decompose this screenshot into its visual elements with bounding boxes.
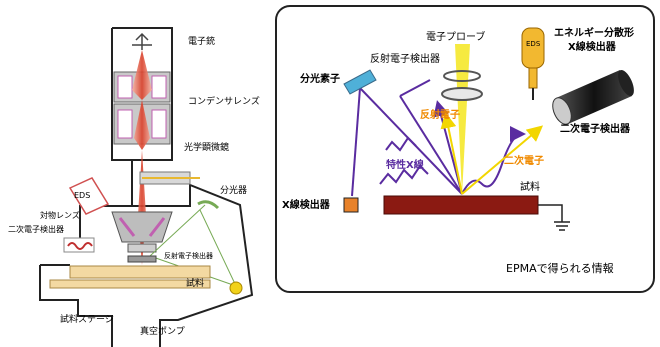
instrument-schematic — [39, 27, 254, 347]
probe-lens-bottom — [441, 87, 483, 101]
label-secondary-electrons: 二次電子 — [504, 154, 544, 167]
label-eds: EDS — [74, 191, 90, 200]
electron-gun — [132, 32, 152, 50]
label-energy-dispersive-line1: エネルギー分散形 — [554, 26, 634, 39]
specimen-block — [383, 195, 539, 215]
label-optical-microscope: 光学顕微鏡 — [184, 141, 229, 153]
label-xray-detector: X線検出器 — [282, 198, 331, 211]
label-specimen-stage: 試料ステージ — [60, 313, 114, 325]
label-electron-gun: 電子銃 — [188, 35, 215, 47]
xray-detector — [343, 197, 359, 213]
secondary-detector-left — [63, 237, 95, 253]
label-energy-dispersive-line2: X線検出器 — [568, 40, 617, 53]
eds-detector — [68, 177, 110, 215]
secondary-detector-right — [552, 69, 634, 125]
electron-beam — [132, 50, 152, 265]
label-eds-tag: EDS — [526, 40, 541, 48]
label-condenser-lens: コンデンサレンズ — [188, 95, 260, 107]
epma-panel — [275, 5, 655, 293]
eds-detector-right — [521, 27, 545, 100]
label-backscattered-electrons: 反射電子 — [420, 108, 460, 121]
optical-microscope — [139, 171, 200, 185]
label-vacuum-pump: 真空ポンプ — [140, 325, 185, 337]
label-backscatter-detector-left: 反射電子検出器 — [164, 251, 213, 260]
chamber-outline — [39, 264, 113, 347]
label-specimen-left: 試料 — [186, 277, 204, 289]
objective-lens — [111, 211, 173, 253]
label-characteristic-xray: 特性X線 — [386, 158, 424, 171]
label-caption: EPMAで得られる情報 — [506, 262, 614, 275]
label-backscatter-detector-right: 反射電子検出器 — [370, 52, 440, 65]
ground-symbol — [538, 204, 570, 231]
analyzing-crystal — [343, 69, 377, 95]
label-electron-probe: 電子プローブ — [426, 30, 485, 43]
label-specimen-right: 試料 — [520, 180, 540, 193]
probe-lens-top — [443, 70, 481, 82]
column-outline — [79, 27, 254, 347]
label-objective-lens: 対物レンズ — [40, 210, 80, 220]
label-spectrometer: 分光器 — [220, 184, 247, 196]
label-analyzing-crystal: 分光素子 — [300, 72, 340, 85]
label-secondary-detector-right: 二次電子検出器 — [560, 122, 631, 135]
secondary-electron-paths — [440, 112, 544, 195]
label-secondary-detector-left: 二次電子検出器 — [8, 224, 64, 234]
specimen-stage — [49, 255, 211, 289]
